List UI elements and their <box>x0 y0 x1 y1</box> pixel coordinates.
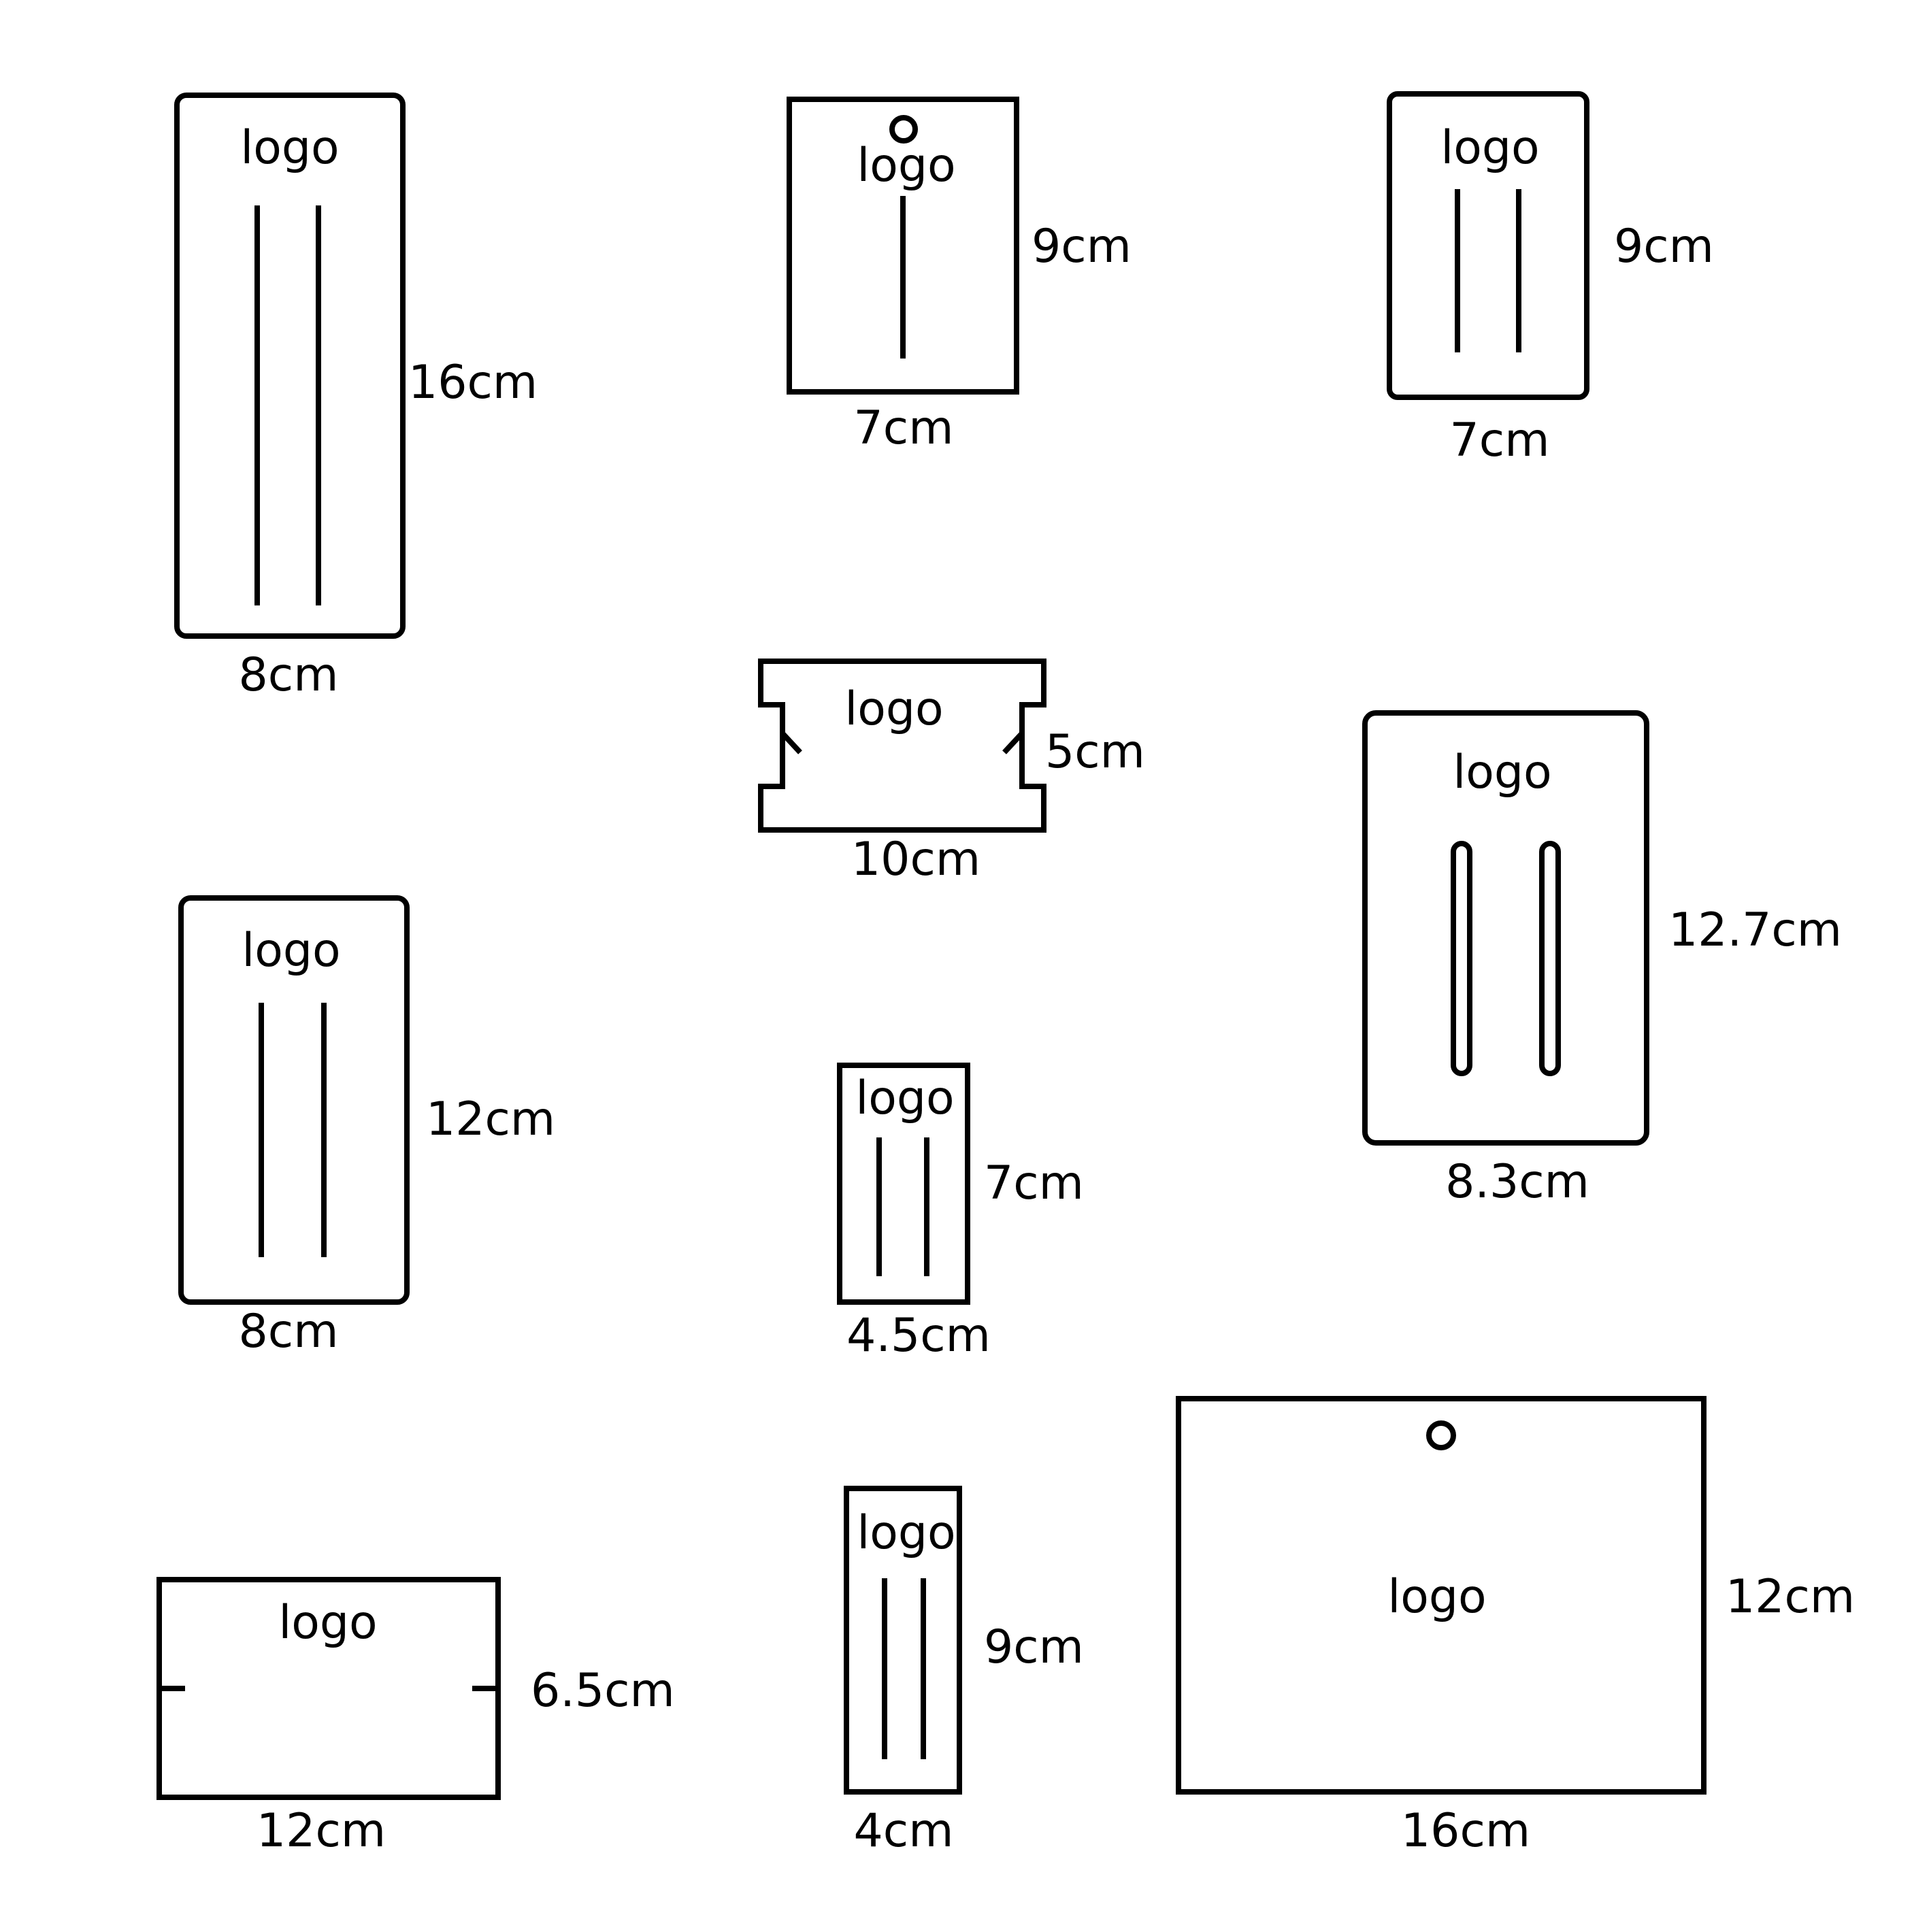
tab-cut-left <box>780 731 802 754</box>
width-label: 4cm <box>854 1804 954 1858</box>
width-label: 8.3cm <box>1445 1155 1589 1209</box>
width-label: 7cm <box>854 401 954 455</box>
logo-label: logo <box>844 682 943 736</box>
width-label: 10cm <box>851 833 980 886</box>
width-label: 8cm <box>239 648 339 702</box>
height-label: 9cm <box>1032 220 1132 273</box>
card-8.3x12.7: logo 8.3cm 12.7cm <box>1362 710 1842 1209</box>
card-outline <box>1176 1396 1707 1795</box>
logo-label: logo <box>1387 1570 1486 1624</box>
width-label: 12cm <box>257 1804 386 1858</box>
logo-label: logo <box>242 924 340 978</box>
tab-cut-right <box>1002 731 1024 754</box>
logo-label: logo <box>1453 746 1551 799</box>
width-label: 4.5cm <box>846 1309 991 1363</box>
logo-label: logo <box>1440 121 1539 175</box>
card-8x12: logo 8cm 12cm <box>178 895 555 1359</box>
height-label: 9cm <box>984 1620 1084 1674</box>
card-4x9: logo 4cm 9cm <box>844 1486 1084 1858</box>
logo-label: logo <box>240 121 339 175</box>
width-label: 8cm <box>239 1305 339 1359</box>
card-12x6.5: logo 12cm 6.5cm <box>156 1577 675 1858</box>
width-label: 7cm <box>1450 414 1550 467</box>
height-label: 16cm <box>408 356 538 410</box>
height-label: 5cm <box>1045 725 1145 779</box>
card-outline <box>1362 710 1649 1146</box>
height-label: 6.5cm <box>531 1664 675 1718</box>
slot-right <box>1539 841 1561 1076</box>
logo-label: logo <box>278 1596 377 1650</box>
card-outline <box>1387 91 1589 400</box>
logo-label: logo <box>855 1071 954 1125</box>
height-label: 12.7cm <box>1668 903 1842 957</box>
card-outline <box>156 1577 501 1800</box>
width-label: 16cm <box>1401 1804 1530 1858</box>
hang-hole-icon <box>1426 1420 1456 1450</box>
card-8x16: logo 8cm 16cm <box>174 93 538 702</box>
slot-left <box>1451 841 1472 1076</box>
card-4.5x7: logo 4.5cm 7cm <box>837 1063 1084 1363</box>
card-10x5-notched: logo 10cm 5cm <box>758 659 1145 886</box>
card-outline <box>174 93 406 639</box>
card-outline <box>178 895 410 1305</box>
height-label: 9cm <box>1614 220 1714 273</box>
height-label: 12cm <box>1726 1570 1855 1624</box>
logo-label: logo <box>857 139 955 193</box>
hang-hole-icon <box>889 115 918 144</box>
card-7x9: logo 7cm 9cm <box>1387 91 1714 467</box>
card-outline <box>844 1486 962 1795</box>
height-label: 7cm <box>984 1156 1084 1210</box>
height-label: 12cm <box>426 1093 555 1146</box>
card-outline <box>758 659 1046 833</box>
logo-label: logo <box>857 1506 955 1560</box>
card-7x9-hole: logo 7cm 9cm <box>787 97 1132 455</box>
card-16x12-hole: logo 16cm 12cm <box>1176 1396 1855 1858</box>
card-outline <box>837 1063 970 1305</box>
